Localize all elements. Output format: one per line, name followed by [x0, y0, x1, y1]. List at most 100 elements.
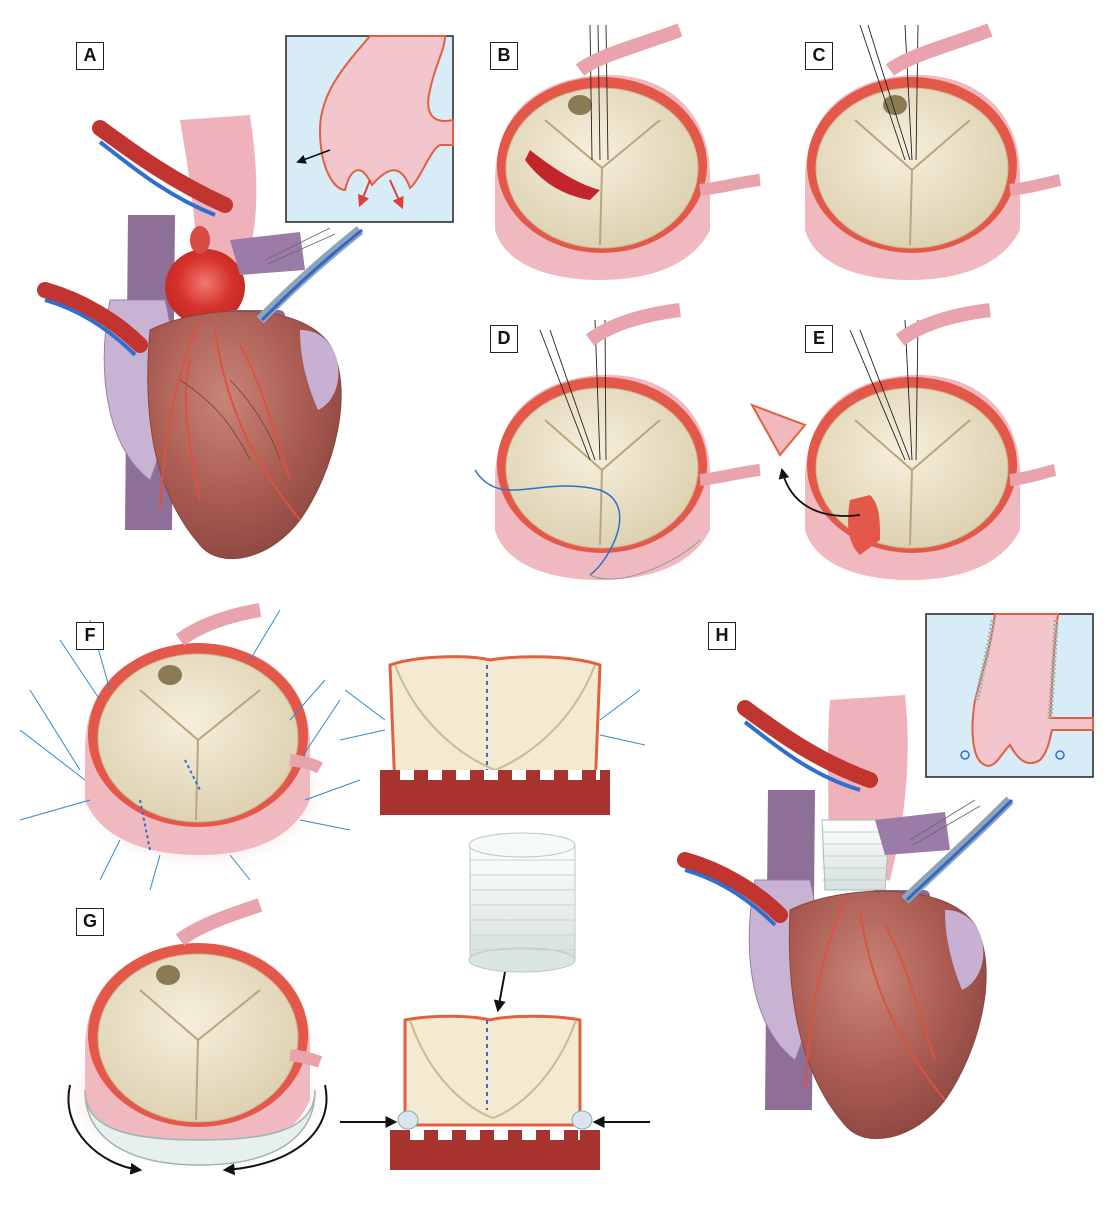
- panel-f-valve: [19, 603, 361, 891]
- panel-g-valve: [55, 898, 335, 1176]
- coronary-arteries: [159, 319, 301, 521]
- coronary-ostium-b: [568, 95, 592, 115]
- ring-arrow-left: [67, 1084, 143, 1175]
- right-coronary-f: [289, 754, 324, 774]
- excised-wedge: [749, 403, 807, 457]
- inset-arrow-flow-right: [389, 179, 404, 210]
- panel-h-inset: [925, 613, 1094, 778]
- coronary-button-f: [175, 603, 262, 646]
- closure-suture-f: [139, 799, 151, 851]
- coronary-ostium-f: [158, 665, 182, 685]
- graft-bottom: [468, 947, 576, 973]
- panel-d-valve: [474, 303, 761, 590]
- cannula-stripe-h: [905, 798, 1014, 902]
- annular-sutures-f: [19, 609, 361, 891]
- tourniquet-sutures: [264, 227, 336, 265]
- ring-arrow-right: [222, 1084, 328, 1176]
- panel-a-heart: [37, 115, 364, 560]
- valve-cusps-f: [97, 653, 299, 823]
- panel-f-root-view: [339, 655, 646, 815]
- coronary-veins: [179, 379, 281, 461]
- traction-sutures-d: [539, 319, 607, 461]
- inset-graft-wall: [974, 619, 1059, 719]
- panel-label-a: A: [76, 42, 104, 70]
- inset-arrow-flow-left: [357, 179, 371, 208]
- coronary-ostium-g: [156, 965, 180, 985]
- aortic-aneurysm: [165, 249, 245, 325]
- cannulation-site: [190, 226, 210, 254]
- excision-arrow: [778, 467, 861, 517]
- panel-c-valve: [800, 23, 1062, 285]
- panel-label-e: E: [805, 325, 833, 353]
- commissures-e: [854, 419, 971, 546]
- graft-crimps: [470, 859, 575, 951]
- cannula-stripe: [260, 228, 363, 322]
- commissures-c: [854, 119, 971, 246]
- coronary-button-e: [895, 303, 991, 346]
- commissures-f: [139, 689, 261, 821]
- panel-g-root-view: [340, 832, 650, 1170]
- traction-sutures-b: [589, 24, 609, 161]
- left-atrial-appendage: [300, 330, 339, 410]
- graft-vessel-upper: [92, 120, 233, 213]
- external-ring: [84, 1089, 316, 1166]
- valve-cusps-g: [97, 953, 299, 1123]
- excised-edge-e: [848, 495, 880, 555]
- coronary-button-b: [575, 23, 683, 76]
- root-sutures: [339, 689, 646, 746]
- panel-label-g: G: [76, 908, 104, 936]
- opened-root-g: [403, 1014, 582, 1127]
- pulmonary-artery: [230, 232, 305, 275]
- graft-vessel-left: [37, 282, 148, 353]
- inset-arrow-outward: [296, 149, 331, 164]
- traction-sutures-e: [849, 319, 919, 461]
- traction-sutures-c: [859, 24, 919, 161]
- opened-root: [388, 655, 602, 792]
- ring-knot-left: [397, 1110, 419, 1130]
- right-coronary-c: [1009, 174, 1062, 196]
- valve-cusps-e: [815, 387, 1009, 549]
- venous-line-upper-h: [743, 720, 861, 792]
- suture-tail-d: [589, 539, 701, 580]
- valve-cusps-d: [505, 387, 699, 549]
- tourniquet-sutures-h: [909, 799, 981, 846]
- coronary-button-c: [885, 23, 993, 76]
- inset-knot-left: [960, 750, 970, 760]
- panel-label-c: C: [805, 42, 833, 70]
- inset-root-h: [971, 613, 1094, 767]
- coronary-arteries-h: [804, 899, 946, 1101]
- commissures-d: [544, 419, 661, 546]
- venous-line-upper: [98, 140, 216, 217]
- panel-h-heart: [677, 695, 1014, 1140]
- panel-label-b: B: [490, 42, 518, 70]
- graft-vessel-upper-h: [737, 700, 878, 788]
- left-atrial-appendage-h: [945, 910, 984, 990]
- venous-line-left: [44, 298, 137, 357]
- vascular-graft: [469, 844, 576, 961]
- right-coronary-d: [699, 464, 761, 486]
- inset-aortic-root: [318, 35, 454, 192]
- coronary-button-d: [585, 303, 681, 346]
- ventricular-outflow: [380, 770, 610, 815]
- right-coronary-b: [699, 174, 761, 196]
- coronary-button-g: [175, 898, 263, 946]
- panel-label-d: D: [490, 325, 518, 353]
- right-coronary-g: [289, 1049, 323, 1068]
- panel-label-f: F: [76, 622, 104, 650]
- panel-e-valve: [749, 303, 1057, 590]
- graft-vessel-left-h: [677, 852, 788, 923]
- cusp-outline-g: [409, 1019, 577, 1120]
- venous-line-left-h: [684, 868, 777, 927]
- graft-crimps-h: [822, 831, 890, 881]
- panel-b-valve: [490, 23, 761, 285]
- running-suture-d: [474, 469, 621, 576]
- inset-knot-right: [1055, 750, 1065, 760]
- coronary-ostium-c: [883, 95, 907, 115]
- graft-top: [468, 832, 576, 858]
- right-coronary-e: [1009, 464, 1057, 486]
- pulmonary-artery-h: [875, 812, 950, 855]
- panel-a-inset: [285, 35, 454, 223]
- graft-arrow-down: [493, 971, 506, 1013]
